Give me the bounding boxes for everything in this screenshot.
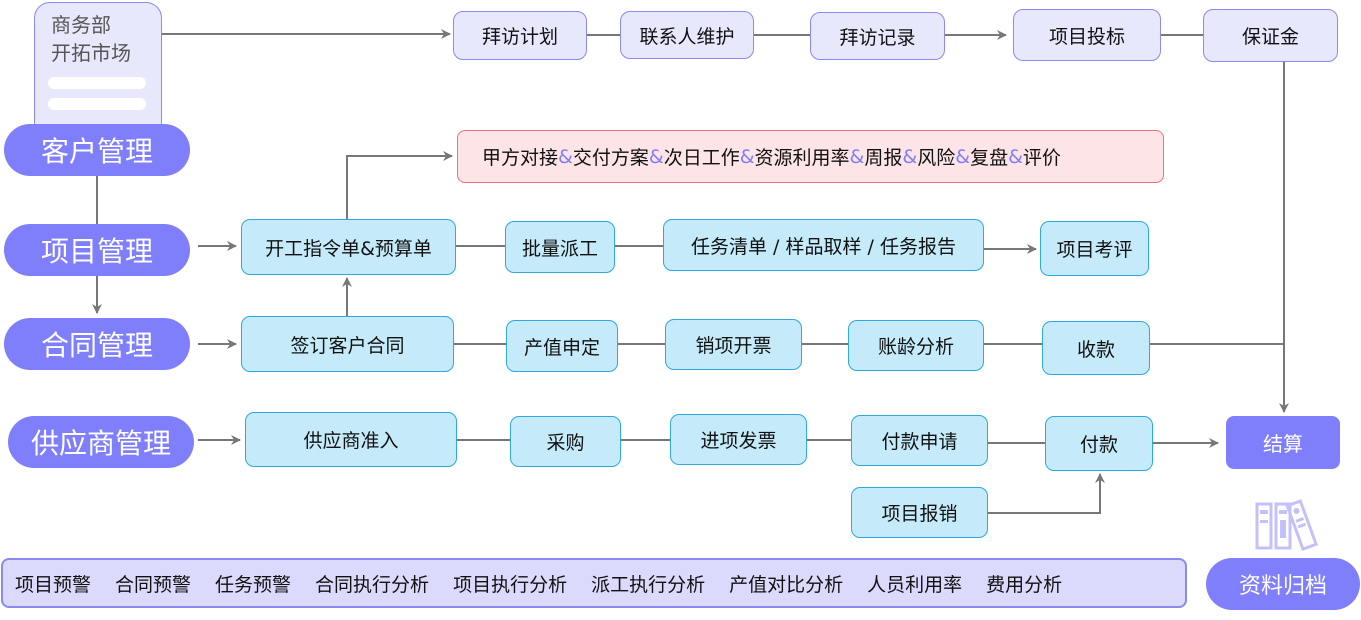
note-item: 甲方对接 (482, 147, 559, 169)
separator-ampersand: & (648, 145, 664, 168)
binders-icon (1255, 499, 1319, 551)
archive-button[interactable]: 资料归档 (1206, 558, 1360, 610)
step-batch-dispatch[interactable]: 批量派工 (505, 221, 615, 273)
separator-ampersand: & (558, 145, 573, 168)
analytics-item[interactable]: 合同执行分析 (315, 573, 430, 596)
note-item: 评价 (1022, 147, 1061, 169)
note-item: 资源利用率 (754, 147, 850, 169)
category-customer[interactable]: 客户管理 (4, 124, 190, 176)
step-contact-maintenance[interactable]: 联系人维护 (620, 11, 754, 59)
step-supplier-admission[interactable]: 供应商准入 (245, 412, 457, 467)
analytics-item[interactable]: 项目执行分析 (453, 573, 568, 596)
market-card-title: 商务部 开拓市场 (51, 13, 131, 65)
note-item: 交付方案 (572, 147, 649, 169)
connector-reimburse-to-payment (988, 473, 1105, 514)
step-sign-contract[interactable]: 签订客户合同 (241, 316, 454, 372)
separator-ampersand: & (1008, 145, 1023, 168)
note-item: 复盘 (970, 147, 1009, 169)
analytics-item[interactable]: 派工执行分析 (591, 573, 706, 596)
placeholder-bar (48, 98, 146, 110)
step-aging-analysis[interactable]: 账龄分析 (848, 320, 984, 371)
step-input-invoice[interactable]: 进项发票 (670, 414, 807, 465)
step-start-order-budget[interactable]: 开工指令单&预算单 (241, 219, 456, 275)
placeholder-bar (48, 77, 146, 89)
step-project-evaluation[interactable]: 项目考评 (1040, 221, 1149, 276)
category-project[interactable]: 项目管理 (4, 224, 190, 276)
step-purchase[interactable]: 采购 (510, 416, 621, 467)
step-project-reimbursement[interactable]: 项目报销 (851, 487, 988, 538)
step-payment[interactable]: 付款 (1045, 416, 1153, 471)
separator-ampersand: & (902, 145, 918, 168)
step-deposit[interactable]: 保证金 (1203, 9, 1338, 62)
step-payment-request[interactable]: 付款申请 (851, 415, 988, 466)
step-receipt[interactable]: 收款 (1042, 321, 1150, 375)
separator-ampersand: & (849, 145, 865, 168)
step-output-approval[interactable]: 产值申定 (506, 320, 618, 372)
project-coordination-note: 甲方对接&交付方案&次日工作&资源利用率&周报&风险&复盘&评价 (457, 130, 1164, 183)
step-task-sample-report[interactable]: 任务清单 / 样品取样 / 任务报告 (663, 219, 984, 271)
step-project-bid[interactable]: 项目投标 (1013, 9, 1161, 61)
category-supplier[interactable]: 供应商管理 (8, 416, 194, 468)
analytics-item[interactable]: 项目预警 (15, 573, 92, 596)
note-item: 次日工作 (663, 147, 740, 169)
market-card: 商务部 开拓市场 (34, 2, 162, 132)
step-visit-record[interactable]: 拜访记录 (810, 12, 945, 60)
connector-start-order-to-note (346, 151, 453, 220)
note-item: 风险 (917, 147, 956, 169)
analytics-item[interactable]: 人员利用率 (867, 573, 963, 596)
step-sales-invoice[interactable]: 销项开票 (665, 319, 802, 370)
step-visit-plan[interactable]: 拜访计划 (453, 11, 587, 60)
analytics-item[interactable]: 费用分析 (986, 573, 1063, 596)
analytics-item[interactable]: 任务预警 (215, 573, 292, 596)
category-contract[interactable]: 合同管理 (4, 318, 190, 370)
analytics-bar: 项目预警合同预警任务预警合同执行分析项目执行分析派工执行分析产值对比分析人员利用… (1, 558, 1187, 608)
analytics-item[interactable]: 合同预警 (115, 573, 192, 596)
note-item: 周报 (864, 147, 903, 169)
analytics-item[interactable]: 产值对比分析 (729, 573, 844, 596)
separator-ampersand: & (955, 145, 971, 168)
step-settlement[interactable]: 结算 (1226, 416, 1340, 469)
separator-ampersand: & (739, 145, 755, 168)
